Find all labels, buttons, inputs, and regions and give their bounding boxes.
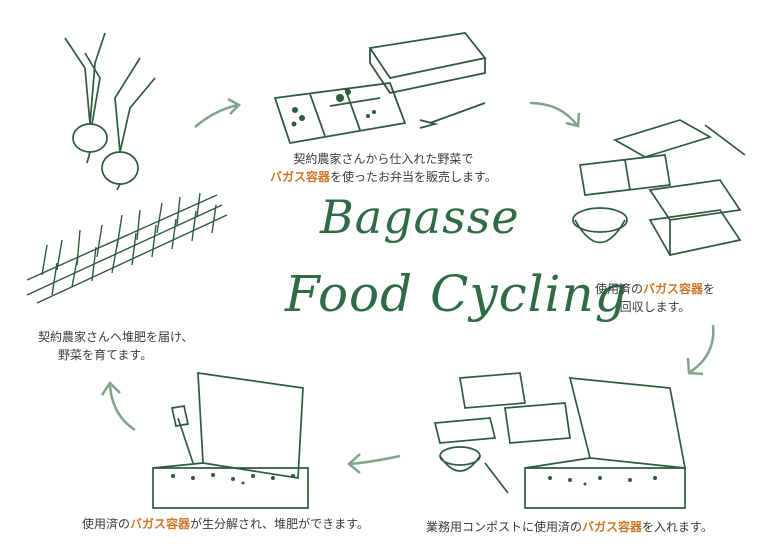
vegetable-field-illustration (26, 192, 228, 304)
step-3-pre: 業務用コンポストに使用済の (426, 520, 583, 534)
arrow-field-to-bento (194, 97, 242, 128)
used-containers-illustration (572, 119, 746, 256)
step-1-line2-rest: を使ったお弁当を販売します。 (330, 170, 497, 184)
step-5-line2: 野菜を育てます。 (58, 348, 153, 362)
step-2-caption: 使用済のバガス容器を 回収します。 (595, 280, 715, 316)
step-1-caption: 契約農家さんから仕入れた野菜で バガス容器を使ったお弁当を販売します。 (270, 150, 497, 186)
bento-box-illustration (273, 32, 487, 145)
step-2-line1: 使用済のバガス容器を (595, 280, 715, 298)
compost-bin-illustration (152, 372, 309, 509)
step-1-line1: 契約農家さんから仕入れた野菜で (293, 152, 474, 166)
step-1-line2: バガス容器を使ったお弁当を販売します。 (270, 168, 497, 186)
step-2-line2: 回収します。 (619, 300, 691, 314)
bagasse-container-highlight: バガス容器 (270, 170, 331, 184)
title-food-cycling: Food Cycling (285, 265, 628, 323)
step-3-caption: 業務用コンポストに使用済のバガス容器を入れます。 (426, 518, 713, 536)
bagasse-container-highlight: バガス容器 (130, 517, 191, 531)
step-5-caption: 契約農家さんへ堆肥を届け、 野菜を育てます。 (38, 328, 193, 364)
step-2-post: を (703, 282, 716, 296)
arrow-compost-to-decompose (347, 453, 401, 474)
step-4-caption: 使用済のバガス容器が生分解され、堆肥ができます。 (82, 515, 369, 533)
compost-bin-containers-illustration (433, 372, 687, 509)
arrow-bento-to-collect (529, 101, 581, 128)
step-2-pre: 使用済の (595, 282, 644, 296)
onions-illustration (64, 32, 156, 191)
arrow-decompose-to-field (100, 381, 136, 432)
step-4-pre: 使用済の (82, 517, 131, 531)
step-3-post: を入れます。 (642, 520, 713, 534)
bagasse-container-highlight: バガス容器 (643, 282, 704, 296)
step-5-line1: 契約農家さんへ堆肥を届け、 (38, 330, 194, 344)
step-4-post: が生分解され、堆肥ができます。 (190, 517, 369, 531)
arrow-collect-to-compost (686, 324, 715, 376)
title-bagasse: Bagasse (320, 190, 520, 244)
bagasse-container-highlight: バガス容器 (582, 520, 643, 534)
